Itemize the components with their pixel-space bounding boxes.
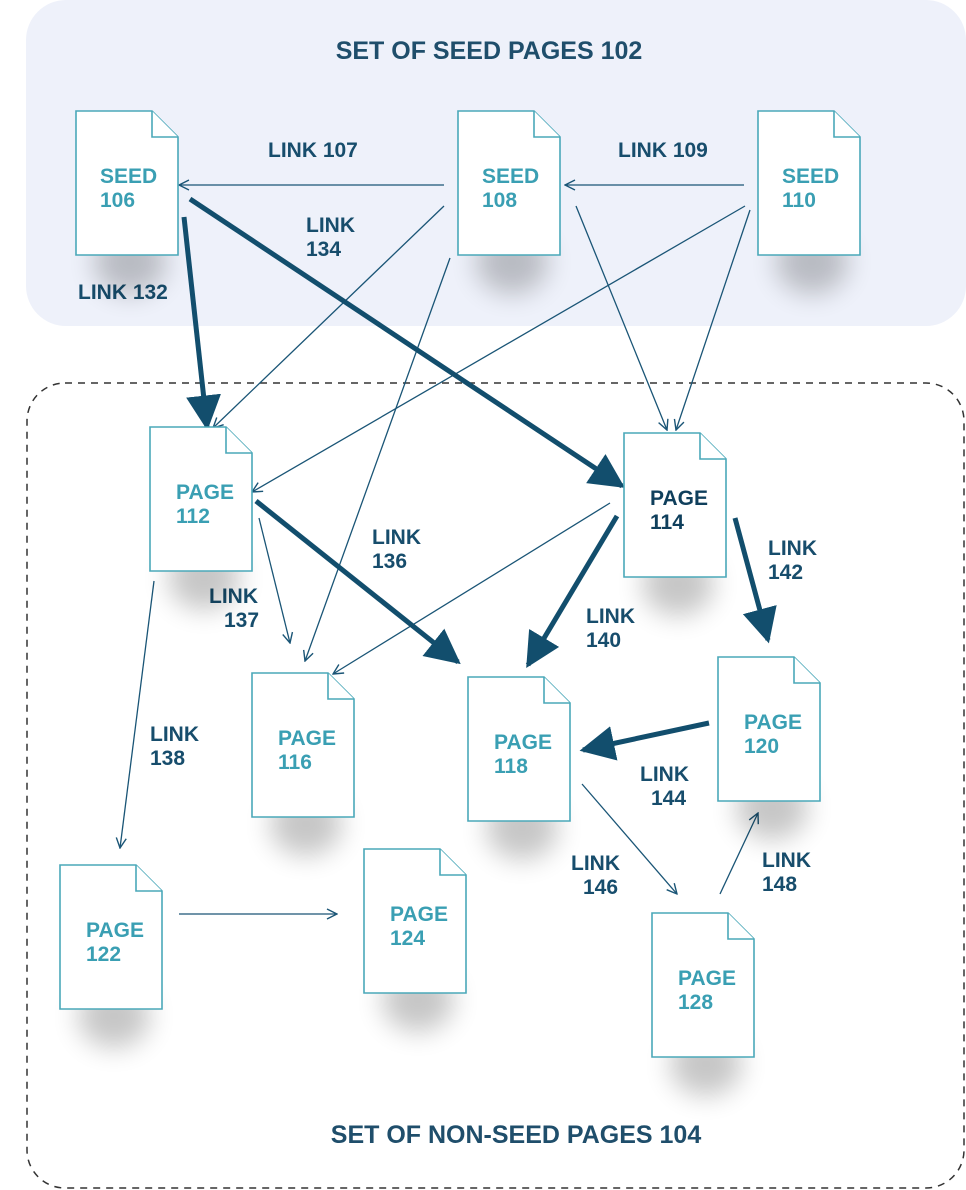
page-114[interactable]: PAGE 114 xyxy=(623,432,727,616)
seed-110[interactable]: SEED 110 xyxy=(757,110,861,294)
edge-114-to-118 xyxy=(525,514,620,669)
thin-links xyxy=(120,185,758,914)
link-label-109: LINK 109 xyxy=(618,139,708,162)
link-labels: LINK 107 LINK 109 LINK 132 LINK 134 LINK… xyxy=(78,139,823,899)
node-label: PAGE 116 xyxy=(278,727,342,774)
node-label: SEED 110 xyxy=(782,165,845,212)
edge-110-to-112 xyxy=(252,205,746,492)
edge-112-to-118 xyxy=(254,499,461,665)
edge-114-to-120 xyxy=(732,517,777,644)
page-fold xyxy=(793,657,820,684)
page-112[interactable]: PAGE 112 xyxy=(149,426,253,610)
node-label: PAGE 120 xyxy=(744,711,808,758)
page-128[interactable]: PAGE 128 xyxy=(651,912,755,1096)
page-fold xyxy=(833,111,860,138)
link-label-144: LINK 144 xyxy=(640,763,695,810)
link-label-146: LINK 146 xyxy=(571,852,626,899)
page-fold xyxy=(543,677,570,704)
document-icon xyxy=(757,110,861,256)
page-116[interactable]: PAGE 116 xyxy=(251,672,355,856)
edge-118-to-128 xyxy=(581,783,677,894)
page-fold xyxy=(699,433,726,460)
link-label-142: LINK 142 xyxy=(768,537,823,584)
edge-110-to-114 xyxy=(676,209,751,430)
link-label-136: LINK 136 xyxy=(372,526,427,573)
edge-114-to-116 xyxy=(333,502,611,674)
page-fold xyxy=(439,849,466,876)
edge-108-to-112 xyxy=(213,205,445,428)
page-fold xyxy=(533,111,560,138)
page-122[interactable]: PAGE 122 xyxy=(59,864,163,1048)
edge-120-to-118 xyxy=(579,720,710,761)
non-seed-pages-region xyxy=(26,382,965,1189)
node-label: PAGE 112 xyxy=(176,481,240,528)
edge-106-to-114 xyxy=(188,196,625,489)
page-fold xyxy=(135,865,162,892)
document-icon xyxy=(623,432,727,578)
thick-links xyxy=(181,196,777,761)
document-icon xyxy=(467,676,571,822)
seed-region-title: SET OF SEED PAGES 102 xyxy=(336,37,643,65)
page-fold xyxy=(225,427,252,454)
link-label-138: LINK 138 xyxy=(150,723,205,770)
document-icon xyxy=(149,426,253,572)
node-label: PAGE 114 xyxy=(650,487,714,534)
page-124[interactable]: PAGE 124 xyxy=(363,848,467,1032)
non-seed-region-title: SET OF NON-SEED PAGES 104 xyxy=(331,1121,702,1149)
document-icon xyxy=(651,912,755,1058)
edge-108-to-116 xyxy=(305,257,451,661)
document-icon xyxy=(717,656,821,802)
page-fold xyxy=(327,673,354,700)
edge-112-to-116 xyxy=(258,517,290,643)
page-fold xyxy=(727,913,754,940)
node-label: PAGE 124 xyxy=(390,903,454,950)
edge-108-to-114 xyxy=(575,205,667,430)
document-icon xyxy=(251,672,355,818)
seed-108[interactable]: SEED 108 xyxy=(457,110,561,294)
link-label-107: LINK 107 xyxy=(268,139,358,162)
page-120[interactable]: PAGE 120 xyxy=(717,656,821,840)
edge-112-to-122 xyxy=(120,580,155,848)
node-label: SEED 108 xyxy=(482,165,545,212)
link-label-140: LINK 140 xyxy=(586,605,641,652)
link-label-134: LINK 134 xyxy=(306,214,361,261)
node-label: PAGE 118 xyxy=(494,731,558,778)
seed-106[interactable]: SEED 106 xyxy=(75,110,179,294)
document-icon xyxy=(363,848,467,994)
document-icon xyxy=(457,110,561,256)
link-label-148: LINK 148 xyxy=(762,849,817,896)
document-icon xyxy=(59,864,163,1010)
edge-106-to-112 xyxy=(181,216,221,431)
node-label: PAGE 122 xyxy=(86,919,150,966)
page-118[interactable]: PAGE 118 xyxy=(467,676,571,860)
page-fold xyxy=(151,111,178,138)
node-label: SEED 106 xyxy=(100,165,163,212)
node-label: PAGE 128 xyxy=(678,967,742,1014)
document-icon xyxy=(75,110,179,256)
